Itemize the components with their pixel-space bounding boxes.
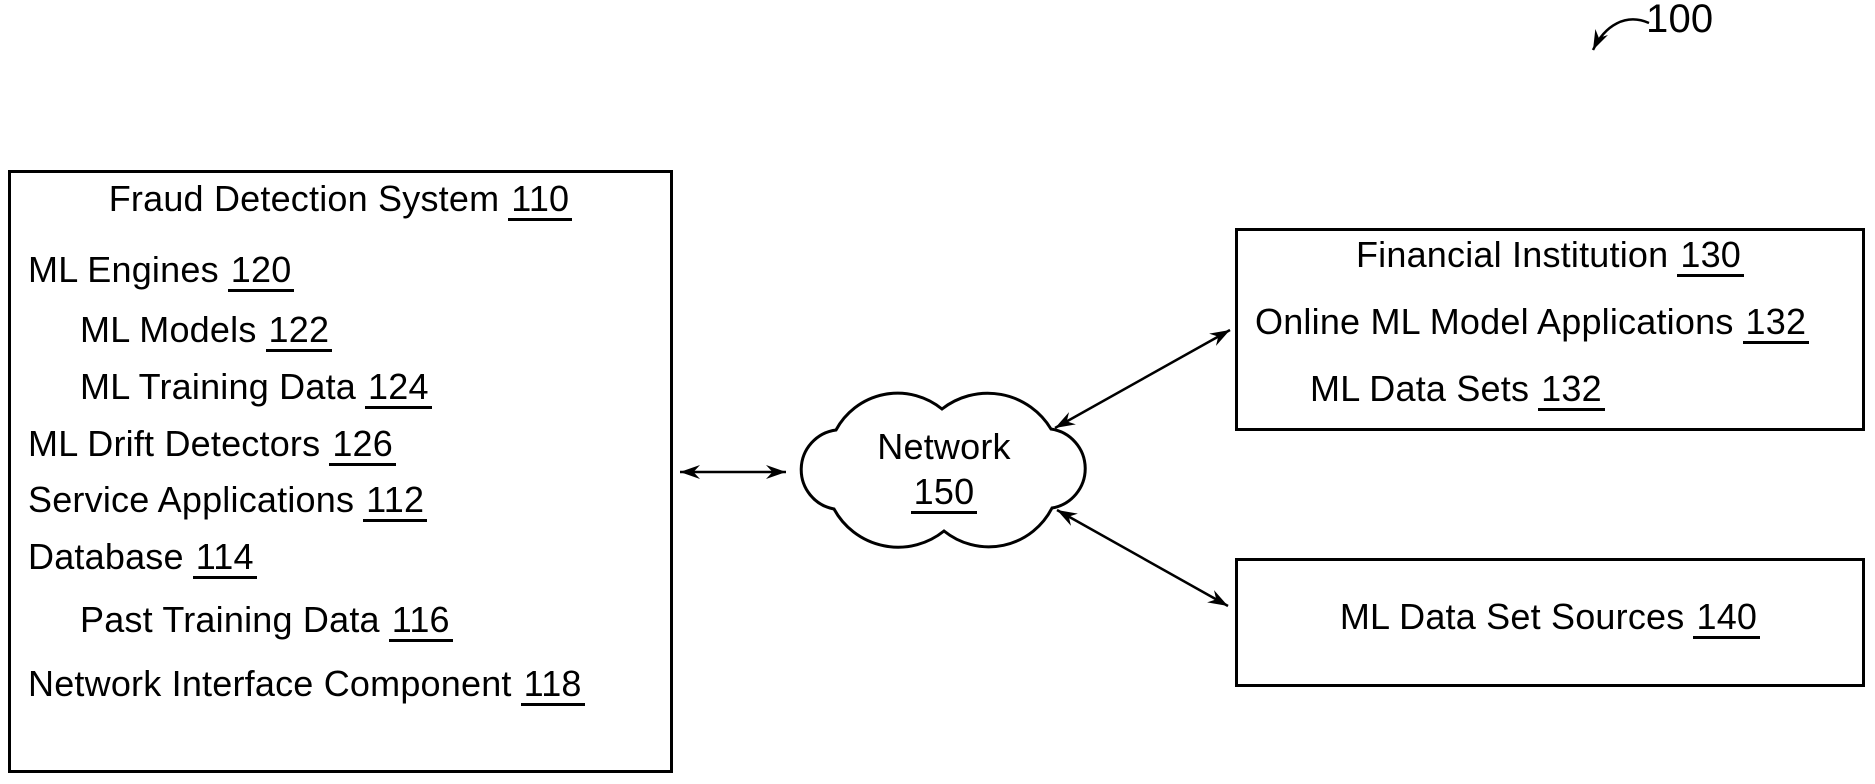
item-ref: 114 bbox=[192, 539, 257, 579]
item-label: Network Interface Component bbox=[28, 663, 512, 704]
item-label: Service Applications bbox=[28, 479, 355, 520]
item-ref: 122 bbox=[265, 312, 333, 352]
ml-data-set-sources-box bbox=[1235, 558, 1865, 687]
item-label: Database bbox=[28, 536, 184, 577]
item-ref: 132 bbox=[1742, 304, 1810, 344]
arrow-network-sources bbox=[1056, 508, 1229, 608]
item-ref: 120 bbox=[227, 252, 295, 292]
figure-ref-number: 100 bbox=[1646, 0, 1714, 41]
sources-box-title-ref: 140 bbox=[1693, 599, 1761, 639]
network-ref: 150 bbox=[910, 474, 978, 514]
figure-ref-arrow bbox=[1591, 18, 1650, 51]
sources-box-title-label: ML Data Set Sources bbox=[1339, 596, 1685, 637]
financial-institution-box bbox=[1235, 228, 1865, 431]
financial-box-title-label: Financial Institution bbox=[1355, 234, 1669, 275]
item-label: ML Models bbox=[80, 309, 257, 350]
financial-box-title-ref: 130 bbox=[1677, 237, 1745, 277]
item-label: ML Engines bbox=[28, 249, 219, 290]
network-cloud-label: Network bbox=[790, 429, 1098, 465]
figure-ref-label: 100 bbox=[1646, 0, 1713, 39]
item-label: ML Training Data bbox=[80, 366, 356, 407]
item-ref: 126 bbox=[329, 426, 396, 466]
network-label: Network bbox=[877, 426, 1011, 467]
fraud-box-title-label: Fraud Detection System bbox=[108, 178, 500, 219]
item-ref: 118 bbox=[520, 666, 585, 706]
item-ref: 116 bbox=[388, 602, 453, 642]
item-ref: 112 bbox=[363, 482, 428, 522]
network-cloud-shape bbox=[799, 391, 1087, 549]
item-label: ML Drift Detectors bbox=[28, 423, 321, 464]
item-label: ML Data Sets bbox=[1310, 368, 1530, 409]
arrow-network-financial bbox=[1054, 328, 1231, 430]
network-cloud-ref: 150 bbox=[790, 474, 1098, 514]
fraud-detection-system-box bbox=[8, 170, 673, 773]
item-label: Past Training Data bbox=[80, 599, 380, 640]
item-ref: 124 bbox=[365, 369, 432, 409]
item-label: Online ML Model Applications bbox=[1255, 301, 1734, 342]
fraud-box-title-ref: 110 bbox=[508, 181, 573, 221]
item-ref: 132 bbox=[1538, 371, 1605, 411]
